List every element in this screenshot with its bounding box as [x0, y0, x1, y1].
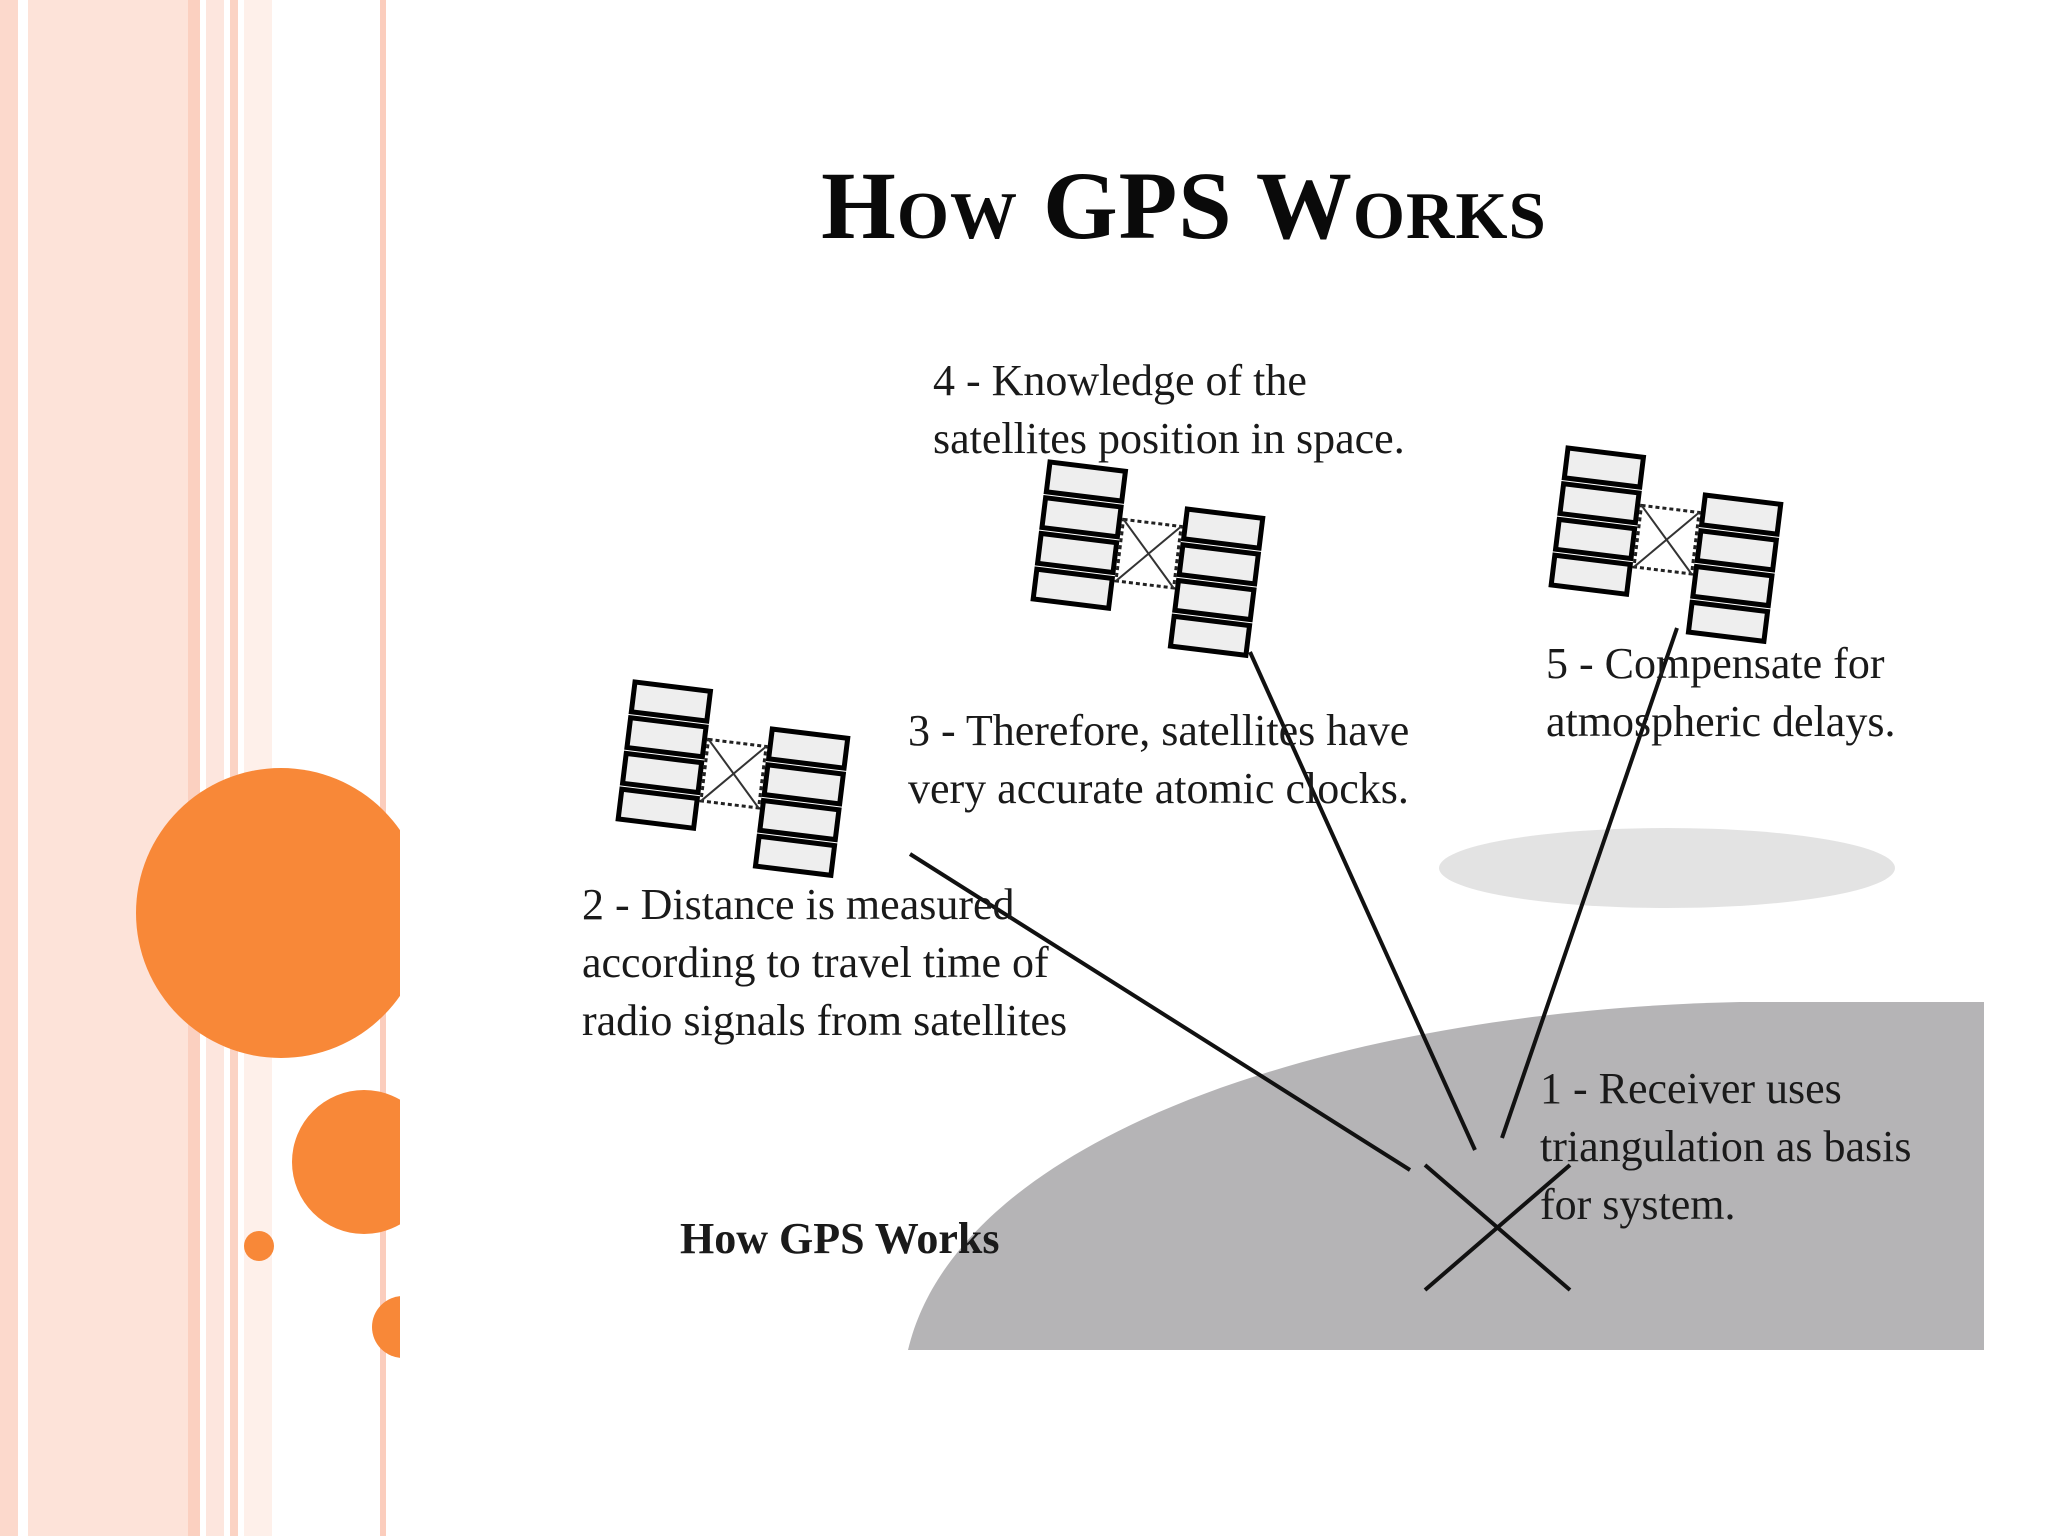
figure-caption: How GPS Works	[680, 1214, 1000, 1263]
page-title: How GPS Works	[821, 152, 1547, 259]
signal-line	[908, 852, 1412, 1172]
gps-diagram: 4 - Knowledge of the satellites position…	[490, 330, 1990, 1380]
decorative-circle-tiny	[244, 1231, 274, 1261]
decorative-circle-small-bottom	[372, 1296, 400, 1358]
satellite-icon	[615, 682, 852, 875]
step-2-label: 2 - Distance is measured according to tr…	[582, 880, 1068, 1045]
step-1-label: 1 - Receiver uses triangulation as basis…	[1540, 1064, 1912, 1229]
satellite-icon	[1548, 448, 1785, 641]
decorative-circle-medium	[292, 1090, 400, 1234]
step-4-label: 4 - Knowledge of the satellites position…	[933, 356, 1405, 463]
signal-line	[1248, 651, 1477, 1151]
earth-icon	[908, 1002, 1984, 1350]
receiver-cross-icon	[1423, 1163, 1572, 1292]
step-5-label: 5 - Compensate for atmospheric delays.	[1546, 639, 1896, 746]
atmosphere-cloud-icon	[1439, 828, 1895, 908]
satellite-icon	[1030, 462, 1267, 655]
decorative-stripes	[0, 0, 400, 1536]
step-3-label: 3 - Therefore, satellites have very accu…	[908, 706, 1410, 813]
decorative-circle-large	[136, 768, 400, 1058]
signal-line	[1500, 627, 1679, 1139]
